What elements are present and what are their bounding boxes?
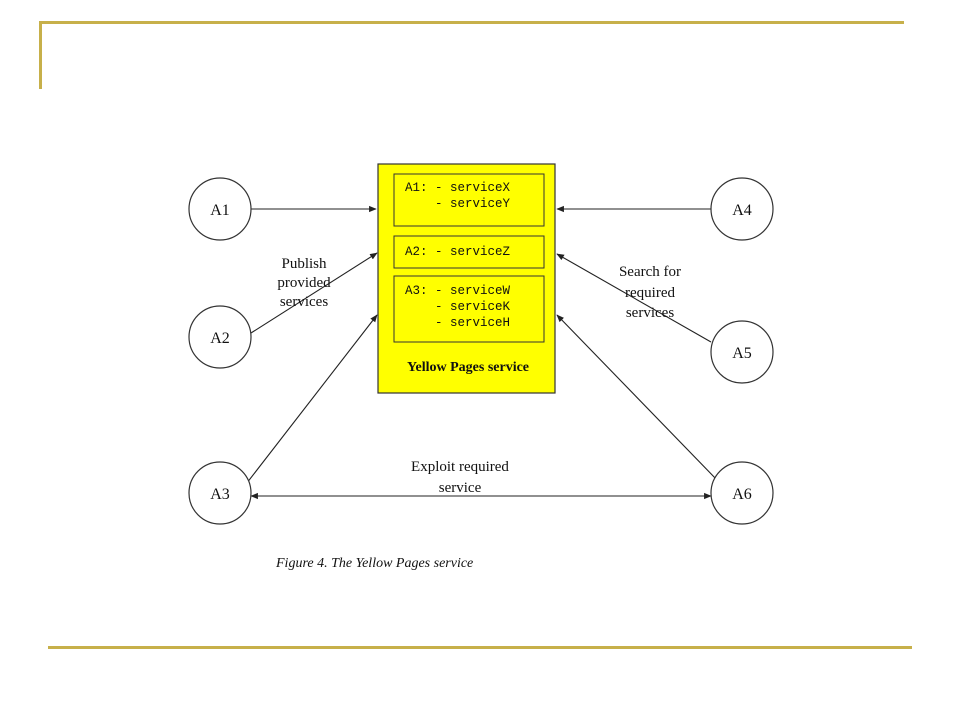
yellow-pages-title: Yellow Pages service — [407, 360, 529, 375]
figure-caption: Figure 4. The Yellow Pages service — [275, 556, 473, 571]
entry-a1-line1: A1: - serviceX — [405, 181, 511, 195]
agent-circle-a5 — [710, 320, 774, 384]
search-caption-line2: required — [625, 285, 675, 301]
agent-node-a6: A6 — [710, 461, 774, 525]
agent-circle-a2 — [188, 305, 252, 369]
publish-caption-line1: Publish — [281, 256, 327, 272]
agent-label-a5: A5 — [732, 345, 752, 362]
publish-caption-line3: services — [280, 294, 328, 310]
entry-a3-line2: - serviceK — [405, 300, 511, 314]
publish-caption: Publish provided services — [277, 256, 331, 310]
entry-a3-line1: A3: - serviceW — [405, 284, 511, 298]
top-rule — [39, 21, 904, 24]
agent-node-a1: A1 — [188, 177, 252, 241]
agent-label-a1: A1 — [210, 202, 230, 219]
entry-box-a1 — [393, 173, 545, 227]
agent-circle-a1 — [188, 177, 252, 241]
agent-circle-a6 — [710, 461, 774, 525]
yellow-pages-box: A1: - serviceX - serviceY A2: - serviceZ… — [377, 163, 556, 394]
agent-node-a4: A4 — [710, 177, 774, 241]
exploit-caption-line1: Exploit required — [411, 459, 509, 475]
left-rule — [39, 21, 42, 89]
agent-circle-a4 — [710, 177, 774, 241]
agent-label-a6: A6 — [732, 486, 752, 503]
bottom-rule — [48, 646, 912, 649]
agent-circle-a3 — [188, 461, 252, 525]
agent-node-a2: A2 — [188, 305, 252, 369]
entry-box-a3 — [393, 275, 545, 343]
entry-a1-line2: - serviceY — [405, 197, 511, 211]
search-caption: Search for required services — [619, 264, 681, 321]
yellow-pages-background — [377, 163, 556, 394]
entry-a2-line1: A2: - serviceZ — [405, 245, 511, 259]
exploit-caption: Exploit required service — [411, 459, 509, 496]
publish-caption-line2: provided — [277, 275, 331, 291]
edge-a3-directory — [242, 314, 378, 489]
exploit-caption-line2: service — [439, 480, 482, 496]
search-caption-line1: Search for — [619, 264, 681, 280]
entry-a3-line3: - serviceH — [405, 316, 510, 330]
entry-box-a2 — [393, 235, 545, 269]
agent-label-a2: A2 — [210, 330, 230, 347]
agent-label-a4: A4 — [732, 202, 752, 219]
edge-a6-to-directory — [556, 314, 719, 482]
search-caption-line3: services — [626, 305, 674, 321]
agent-label-a3: A3 — [210, 486, 230, 503]
agent-node-a5: A5 — [710, 320, 774, 384]
edge-a5-to-directory — [556, 253, 712, 343]
agent-node-a3: A3 — [188, 461, 252, 525]
